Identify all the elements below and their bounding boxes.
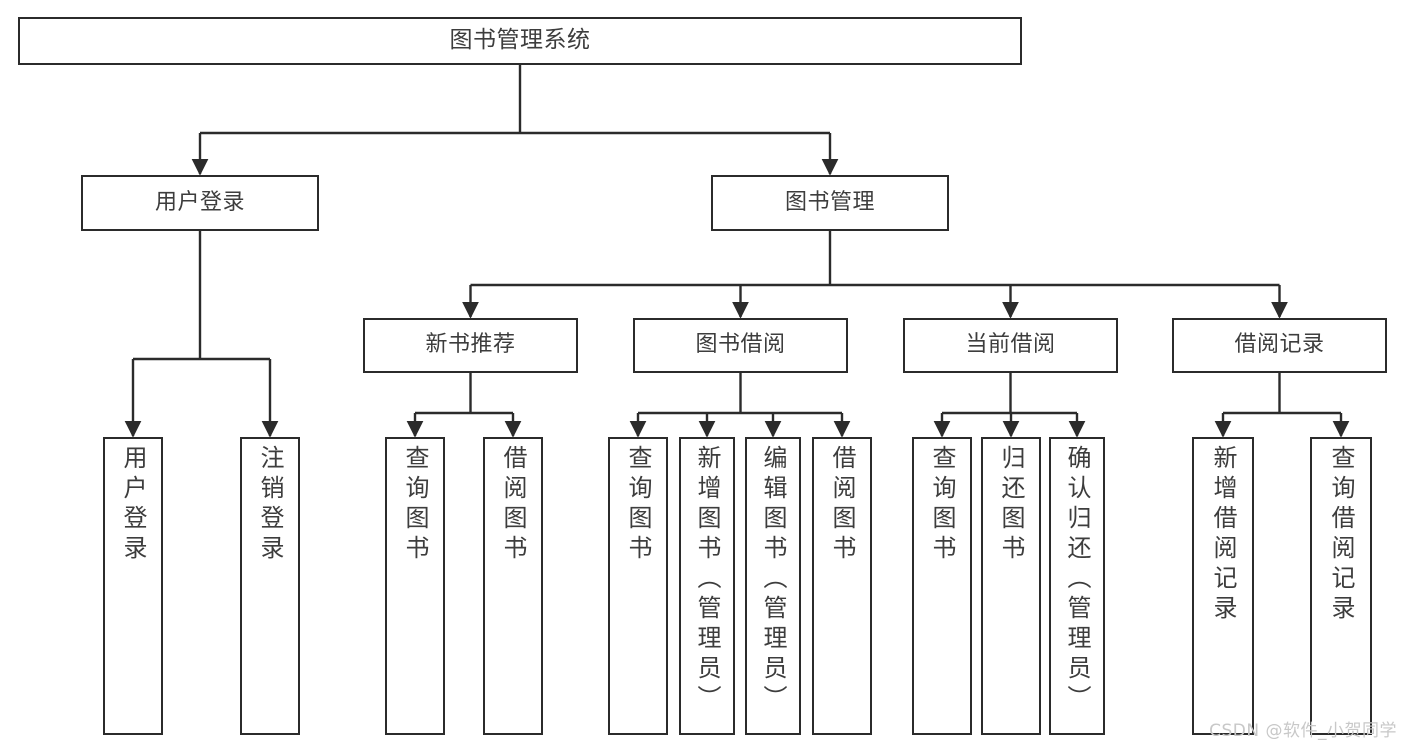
node-leaf-borrow-book-1[interactable]: 借阅图书 (483, 437, 543, 735)
node-leaf-return-book[interactable]: 归还图书 (981, 437, 1041, 735)
node-leaf-confirm-return[interactable]: 确认归还（管理员） (1049, 437, 1105, 735)
node-label: 借阅记录 (1234, 332, 1325, 358)
node-leaf-user-login[interactable]: 用户登录 (103, 437, 163, 735)
node-label: 新增借阅记录 (1209, 445, 1237, 625)
node-root[interactable]: 图书管理系统 (18, 17, 1022, 65)
node-label: 新书推荐 (425, 332, 516, 358)
node-bookmgmt[interactable]: 图书管理 (711, 175, 949, 231)
node-label: 图书借阅 (695, 332, 786, 358)
node-label: 查询图书 (928, 445, 956, 565)
node-label: 借阅图书 (828, 445, 856, 565)
node-leaf-add-book[interactable]: 新增图书（管理员） (679, 437, 735, 735)
node-label: 用户登录 (119, 445, 147, 565)
node-label: 归还图书 (997, 445, 1025, 565)
node-leaf-query-book-1[interactable]: 查询图书 (385, 437, 445, 735)
node-label: 查询借阅记录 (1327, 445, 1355, 625)
node-newbook[interactable]: 新书推荐 (363, 318, 578, 373)
node-leaf-add-record[interactable]: 新增借阅记录 (1192, 437, 1254, 735)
node-borrow[interactable]: 图书借阅 (633, 318, 848, 373)
node-label: 当前借阅 (965, 332, 1056, 358)
node-label: 图书管理系统 (449, 27, 591, 54)
node-records[interactable]: 借阅记录 (1172, 318, 1387, 373)
node-label: 确认归还（管理员） (1063, 445, 1091, 715)
node-leaf-edit-book[interactable]: 编辑图书（管理员） (745, 437, 801, 735)
node-label: 借阅图书 (499, 445, 527, 565)
node-label: 用户登录 (154, 189, 245, 215)
node-label: 新增图书（管理员） (693, 445, 721, 715)
node-label: 图书管理 (784, 189, 875, 215)
node-label: 编辑图书（管理员） (759, 445, 787, 715)
node-leaf-logout[interactable]: 注销登录 (240, 437, 300, 735)
node-label: 查询图书 (401, 445, 429, 565)
node-label: 注销登录 (256, 445, 284, 565)
node-leaf-borrow-book-2[interactable]: 借阅图书 (812, 437, 872, 735)
node-current[interactable]: 当前借阅 (903, 318, 1118, 373)
node-leaf-query-book-3[interactable]: 查询图书 (912, 437, 972, 735)
node-login[interactable]: 用户登录 (81, 175, 319, 231)
node-label: 查询图书 (624, 445, 652, 565)
node-leaf-query-record[interactable]: 查询借阅记录 (1310, 437, 1372, 735)
watermark-text: CSDN @软件_小贺同学 (1209, 721, 1397, 741)
node-leaf-query-book-2[interactable]: 查询图书 (608, 437, 668, 735)
